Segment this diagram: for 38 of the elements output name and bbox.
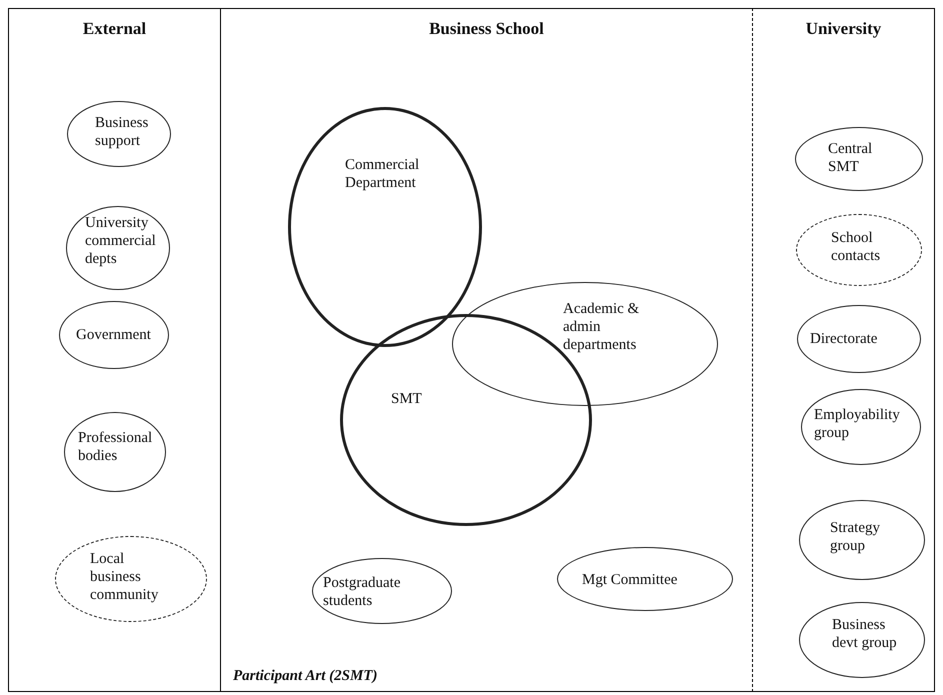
node-label: Business support xyxy=(95,114,150,150)
node-label: Mgt Committee xyxy=(582,571,678,589)
ellipse-node xyxy=(288,107,482,347)
ellipse-node xyxy=(64,412,166,492)
node-label: SMT xyxy=(391,390,423,408)
ellipse-node xyxy=(557,547,733,611)
ellipse-node xyxy=(452,282,718,406)
node-label: Postgraduate students xyxy=(323,574,402,610)
column-heading: External xyxy=(82,19,148,39)
column-heading: University xyxy=(804,19,882,39)
node-label: Professional bodies xyxy=(78,429,154,465)
ellipse-node xyxy=(801,389,921,465)
node-label: Business devt group xyxy=(832,616,898,652)
ellipse-node xyxy=(312,558,452,624)
ellipse-node xyxy=(797,305,921,373)
column-panel xyxy=(8,8,221,692)
ellipse-node xyxy=(55,536,207,622)
node-label: Employability group xyxy=(814,406,901,442)
node-label: School contacts xyxy=(831,229,882,265)
ellipse-node xyxy=(795,127,923,191)
ellipse-node xyxy=(799,602,925,678)
ellipse-node xyxy=(799,500,925,580)
column-heading: Business School xyxy=(428,19,545,39)
node-label: Academic & admin departments xyxy=(563,300,640,354)
node-label: Commercial Department xyxy=(345,156,420,192)
node-label: Government xyxy=(76,326,152,344)
node-label: Central SMT xyxy=(828,140,874,176)
ellipse-node xyxy=(66,206,170,290)
column-panel xyxy=(221,8,752,692)
ellipse-node xyxy=(59,301,169,369)
node-label: Strategy group xyxy=(830,519,881,555)
node-label: Local business community xyxy=(90,550,160,604)
ellipse-node xyxy=(796,214,922,286)
column-panel xyxy=(752,8,935,692)
ellipse-node xyxy=(67,101,171,167)
node-label: University commercial depts xyxy=(85,214,157,268)
node-label: Directorate xyxy=(810,330,878,348)
note-text: Participant Art (2SMT) xyxy=(233,668,378,685)
